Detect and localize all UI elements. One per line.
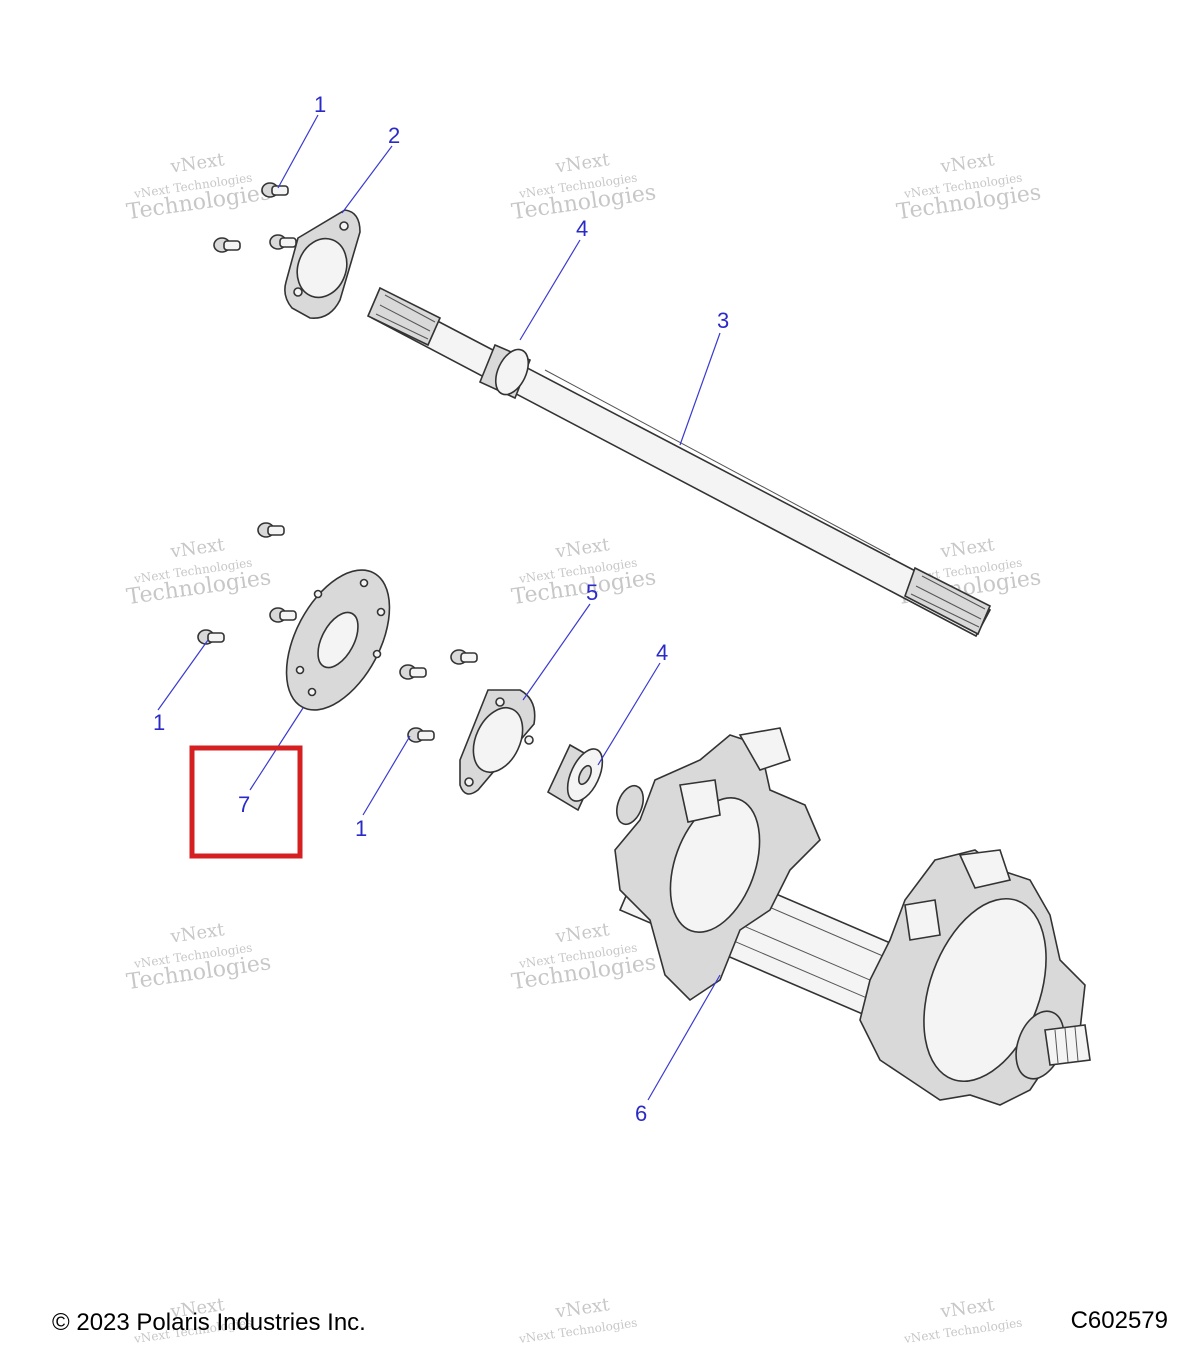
screw-lower-2 <box>269 607 297 623</box>
watermark-text: vNext Technologies <box>517 1316 638 1347</box>
bearing-lower <box>546 743 604 812</box>
callout-4: 4 <box>656 640 668 665</box>
watermark-text: vNext <box>553 1294 611 1323</box>
leader-lines <box>157 114 721 1101</box>
watermark-text: vNext <box>168 149 226 178</box>
callout-4: 4 <box>576 216 588 241</box>
callout-1: 1 <box>314 92 326 117</box>
shaft-spline-left <box>366 286 442 347</box>
screw-lower-4 <box>399 664 427 680</box>
bearing-flange-top <box>284 209 361 319</box>
seal-plate <box>285 569 391 711</box>
callout-3: 3 <box>717 308 729 333</box>
figure-code: C602579 <box>1071 1307 1168 1334</box>
watermark-text: vNext <box>938 534 996 563</box>
screw-lower-3 <box>197 629 225 645</box>
callout-7: 7 <box>238 792 250 817</box>
watermark-text: vNext <box>553 149 611 178</box>
drive-shaft <box>366 286 992 638</box>
watermark-text: vNext <box>553 919 611 948</box>
shaft-collar-top <box>478 343 532 400</box>
screw-top-3 <box>269 234 297 250</box>
screw-lower-1 <box>257 522 285 538</box>
bearing-flange-lower <box>459 689 536 795</box>
drive-sprocket-assembly <box>614 727 1091 1106</box>
callout-1: 1 <box>153 710 165 735</box>
highlight-box <box>189 745 303 859</box>
watermark-text: vNext <box>168 534 226 563</box>
callout-1: 1 <box>355 816 367 841</box>
shaft-spline-right <box>904 566 992 636</box>
watermark-text: vNext <box>168 919 226 948</box>
watermark-text: vNext <box>553 534 611 563</box>
watermark-text: vNext <box>938 1294 996 1323</box>
watermark-group: vNext vNext Technologies Technologies vN… <box>125 149 1043 1347</box>
screw-lower-6 <box>407 727 435 743</box>
callout-2: 2 <box>388 123 400 148</box>
callout-labels: 1 2 3 4 1 7 1 5 4 6 <box>153 92 729 1126</box>
watermark-text: vNext <box>938 149 996 178</box>
watermark-text: vNext Technologies <box>902 1316 1023 1347</box>
callout-6: 6 <box>635 1101 647 1126</box>
screw-top-1 <box>261 182 289 198</box>
screw-lower-5 <box>450 649 478 665</box>
callout-5: 5 <box>586 580 598 605</box>
screw-top-2 <box>213 237 241 253</box>
copyright-text: © 2023 Polaris Industries Inc. <box>52 1309 366 1336</box>
